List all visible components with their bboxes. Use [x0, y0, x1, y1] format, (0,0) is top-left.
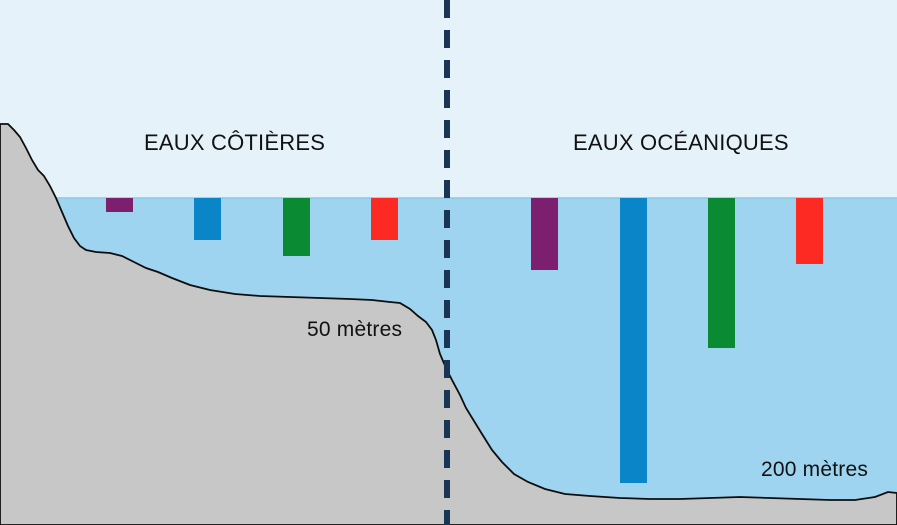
oceanic-bar-violet: [531, 198, 558, 270]
oceanic-depth-label: 200 mètres: [761, 458, 868, 482]
coastal-depth-label: 50 mètres: [307, 318, 402, 342]
oceanic-bar-green: [708, 198, 735, 348]
oceanic-bar-blue: [620, 198, 647, 483]
coastal-bar-red: [371, 198, 398, 240]
oceanic-waters-title: EAUX OCÉANIQUES: [573, 130, 789, 156]
coastal-bar-green: [283, 198, 310, 256]
coastal-bar-violet: [106, 198, 133, 212]
coastal-bar-blue: [194, 198, 221, 240]
oceanic-bar-red: [796, 198, 823, 264]
coastal-waters-title: EAUX CÔTIÈRES: [144, 130, 325, 156]
